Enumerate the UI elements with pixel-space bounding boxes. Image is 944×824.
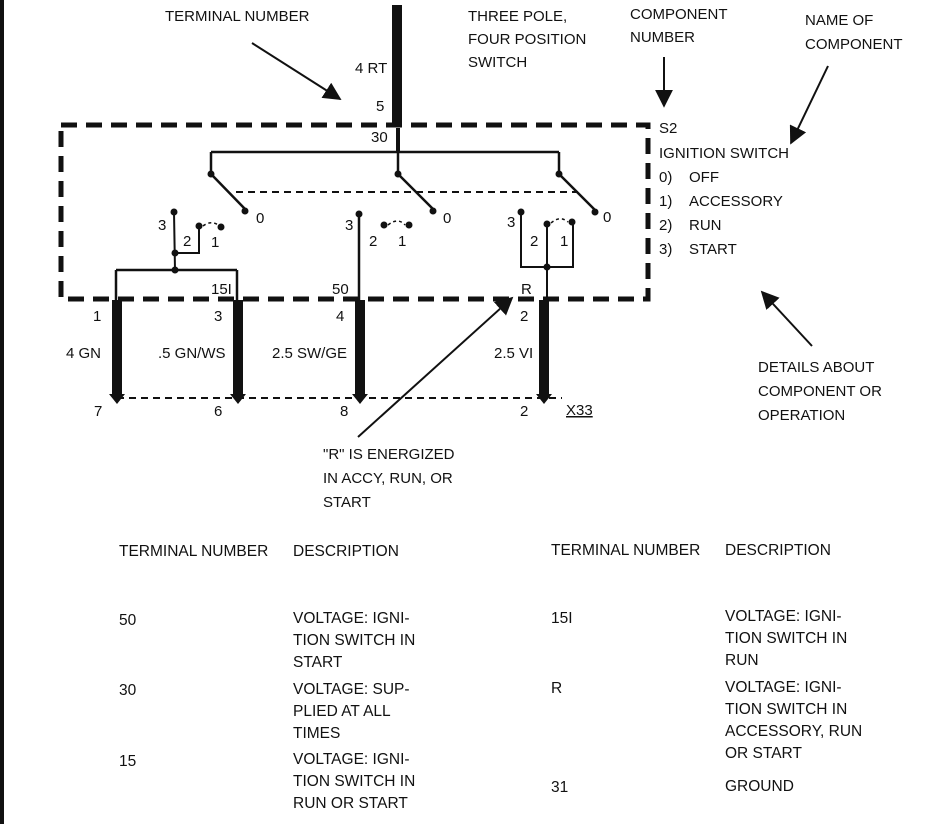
wire-color-label: 2.5 SW/GE [272, 345, 347, 362]
component-boundary [58, 122, 651, 302]
terminal-label: 15I [211, 281, 232, 298]
switch-label: 2 [530, 233, 538, 250]
legend-description: TIMES [293, 725, 341, 742]
legend-terminal: 15 [119, 753, 137, 770]
legend-terminal: 50 [119, 612, 137, 629]
legend-header-terminal: TERMINAL NUMBER [551, 542, 701, 559]
callout-details: OPERATION [758, 407, 845, 424]
legend-terminal: 30 [119, 682, 137, 699]
switch-label: 0 [443, 210, 451, 227]
callout-arrow [357, 296, 514, 438]
position-label: OFF [689, 169, 719, 186]
callout-three-pole: FOUR POSITION [468, 31, 586, 48]
connector-pin-label: 2 [520, 403, 528, 420]
connector-pin [352, 394, 368, 404]
component-name: IGNITION SWITCH [659, 145, 789, 162]
callout-arrow [760, 290, 813, 347]
wire-color-label: 4 GN [66, 345, 101, 362]
component-number: S2 [659, 120, 677, 137]
connector-pin [536, 394, 552, 404]
terminal-label: 30 [371, 129, 388, 146]
switch-pole-left [114, 170, 249, 300]
switch-pole-middle [355, 170, 437, 300]
callout-r-energized: IN ACCY, RUN, OR [323, 470, 453, 487]
switch-label: 1 [398, 233, 406, 250]
legend-description: TION SWITCH IN [725, 630, 848, 647]
callout-name-of-component: COMPONENT [805, 36, 903, 53]
legend-description: ACCESSORY, RUN [725, 723, 863, 740]
legend-terminal: 15I [551, 610, 573, 627]
callout-terminal-number: TERMINAL NUMBER [165, 8, 310, 25]
callout-three-pole: THREE POLE, [468, 8, 567, 25]
legend-description: VOLTAGE: IGNI- [725, 608, 842, 625]
callout-r-energized: "R" IS ENERGIZED [323, 446, 455, 463]
legend-header-terminal: TERMINAL NUMBER [119, 543, 269, 560]
switch-label: 2 [183, 233, 191, 250]
connector-pin-label: 6 [214, 403, 222, 420]
legend-description: VOLTAGE: IGNI- [293, 610, 410, 627]
terminal-label: 50 [332, 281, 349, 298]
callout-three-pole: SWITCH [468, 54, 527, 71]
legend-description: START [293, 654, 343, 671]
switch-label: 3 [507, 214, 515, 231]
switch-label: 1 [560, 233, 568, 250]
terminal-label: R [521, 281, 532, 298]
callout-component-number: NUMBER [630, 29, 695, 46]
connector-label: X33 [566, 402, 593, 419]
position-num: 1) [659, 193, 672, 210]
legend-description: VOLTAGE: IGNI- [293, 751, 410, 768]
switch-pole-right [517, 170, 599, 300]
callout-r-energized: START [323, 494, 371, 511]
pin-label: 2 [520, 308, 528, 325]
switch-label: 1 [211, 234, 219, 251]
position-label: RUN [689, 217, 722, 234]
connector-pin-label: 8 [340, 403, 348, 420]
pin-label: 4 [336, 308, 344, 325]
legend-description: TION SWITCH IN [293, 632, 416, 649]
position-num: 2) [659, 217, 672, 234]
legend-terminal: R [551, 680, 563, 697]
position-label: START [689, 241, 737, 258]
position-num: 3) [659, 241, 672, 258]
switch-label: 3 [345, 217, 353, 234]
connector-pin-label: 7 [94, 403, 102, 420]
connector-pin [109, 394, 125, 404]
switch-label: 3 [158, 217, 166, 234]
position-label: ACCESSORY [689, 193, 783, 210]
switch-label: 0 [603, 209, 611, 226]
legend-description: OR START [725, 745, 802, 762]
legend-header-description: DESCRIPTION [725, 542, 831, 559]
connector-pin [230, 394, 246, 404]
legend-description: VOLTAGE: IGNI- [725, 679, 842, 696]
legend-description: TION SWITCH IN [293, 773, 416, 790]
legend-description: VOLTAGE: SUP- [293, 681, 410, 698]
callout-name-of-component: NAME OF [805, 12, 873, 29]
legend-header-description: DESCRIPTION [293, 543, 399, 560]
legend-description: TION SWITCH IN [725, 701, 848, 718]
callout-arrow [251, 42, 342, 100]
wire-color-label: 2.5 VI [494, 345, 533, 362]
switch-label: 2 [369, 233, 377, 250]
wire-color-label: 4 RT [355, 60, 387, 77]
wire-color-label: .5 GN/WS [158, 345, 226, 362]
legend-description: GROUND [725, 778, 794, 795]
pin-label: 1 [93, 308, 101, 325]
callout-details: DETAILS ABOUT [758, 359, 874, 376]
terminal-label: 5 [376, 98, 384, 115]
position-num: 0) [659, 169, 672, 186]
pin-label: 3 [214, 308, 222, 325]
callout-arrow [789, 65, 829, 145]
legend-description: PLIED AT ALL [293, 703, 391, 720]
switch-label: 0 [256, 210, 264, 227]
legend-description: RUN [725, 652, 759, 669]
callout-details: COMPONENT OR [758, 383, 882, 400]
legend-terminal: 31 [551, 779, 569, 796]
callout-component-number: COMPONENT [630, 6, 728, 23]
legend-description: RUN OR START [293, 795, 408, 812]
